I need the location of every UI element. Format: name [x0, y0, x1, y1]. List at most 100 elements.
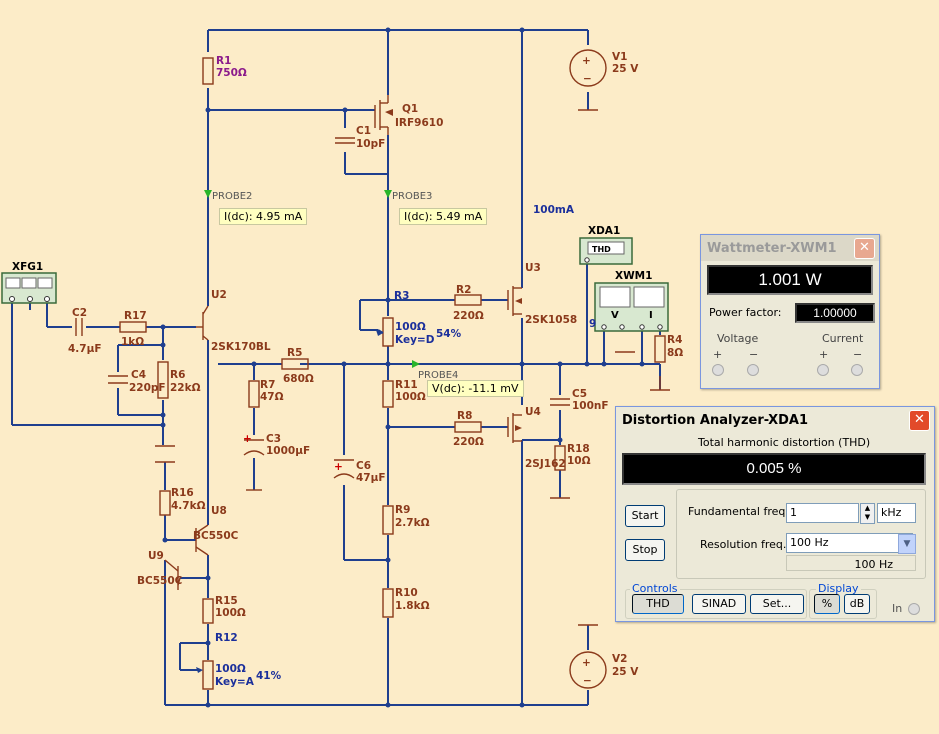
resistor-r16[interactable]: [159, 490, 171, 516]
power-factor-value: 1.00000: [795, 303, 875, 323]
r4-value: 8Ω: [667, 347, 683, 359]
jfet-u2[interactable]: [196, 305, 209, 341]
c6-value: 47µF: [356, 472, 386, 484]
thd-button[interactable]: THD: [632, 594, 684, 614]
svg-text:+: +: [582, 55, 591, 67]
controls-group: [625, 589, 807, 619]
probe2-readout: I(dc): 4.95 mA: [219, 208, 308, 225]
input-terminal[interactable]: [908, 603, 920, 615]
resistor-r15[interactable]: [202, 598, 214, 624]
wattmeter-window[interactable]: Wattmeter-XWM1 ✕ 1.001 W Power factor: 1…: [700, 234, 880, 389]
r8-value: 220Ω: [453, 436, 484, 448]
r16-value: 4.7kΩ: [171, 500, 206, 512]
resistor-r18[interactable]: [554, 445, 566, 471]
resolution-freq-select[interactable]: 100 Hz: [786, 533, 913, 553]
wires: [11, 29, 661, 706]
v1-value: 25 V: [612, 63, 639, 75]
fundamental-freq-unit[interactable]: kHz: [877, 503, 916, 523]
r3-label: R3: [394, 290, 409, 302]
distortion-analyzer-xda1[interactable]: [579, 237, 633, 265]
resistor-r6[interactable]: [157, 361, 169, 399]
resistor-r4[interactable]: [650, 335, 670, 391]
r12-key: Key=A: [215, 676, 255, 688]
wattmeter-xwm1[interactable]: [594, 282, 669, 332]
u8-label: U8: [211, 505, 227, 517]
percent-button[interactable]: %: [814, 594, 840, 614]
sinad-button[interactable]: SINAD: [692, 594, 746, 614]
voltage-plus: +: [713, 348, 723, 361]
capacitor-c5[interactable]: [550, 398, 570, 406]
distortion-analyzer-window[interactable]: Distortion Analyzer-XDA1 ✕ Total harmoni…: [615, 406, 935, 622]
wattmeter-close-button[interactable]: ✕: [854, 238, 875, 259]
probe-markers: [204, 190, 420, 368]
chevron-down-icon[interactable]: ▼: [898, 534, 916, 554]
r7-label: R7: [260, 379, 275, 391]
spin-up-icon[interactable]: ▲: [864, 504, 871, 512]
resistor-r5[interactable]: [281, 358, 309, 370]
mosfet-u4[interactable]: [507, 413, 522, 443]
mosfet-u3[interactable]: [507, 286, 522, 316]
svg-text:+: +: [582, 657, 591, 669]
resistor-r2[interactable]: [454, 294, 482, 306]
resistor-r1[interactable]: [202, 57, 214, 85]
current-minus-terminal[interactable]: [851, 364, 863, 376]
u3-label: U3: [525, 262, 541, 274]
resistor-r11[interactable]: [382, 380, 394, 408]
xda1-label: XDA1: [588, 225, 620, 237]
probe3-readout: I(dc): 5.49 mA: [399, 208, 488, 225]
r15-value: 100Ω: [215, 607, 246, 619]
capacitor-c6[interactable]: +: [333, 459, 355, 479]
voltage-source-v2[interactable]: +−: [569, 651, 607, 689]
r10-value: 1.8kΩ: [395, 600, 430, 612]
resistor-r17[interactable]: [119, 321, 147, 333]
voltage-minus-terminal[interactable]: [747, 364, 759, 376]
wattmeter-titlebar[interactable]: Wattmeter-XWM1 ✕: [701, 235, 879, 261]
r1-label: R1: [216, 55, 231, 67]
c2-value: 4.7µF: [68, 343, 102, 355]
capacitor-c3[interactable]: +: [243, 433, 265, 491]
probe4-readout: V(dc): -11.1 mV: [427, 380, 524, 397]
capacitor-c4[interactable]: [108, 375, 128, 384]
set-button[interactable]: Set...: [750, 594, 804, 614]
resolution-freq-label: Resolution freq.: [700, 538, 787, 551]
resistor-r10[interactable]: [382, 588, 394, 618]
node-9-label: 9: [589, 318, 596, 330]
capacitor-c2[interactable]: [75, 318, 83, 336]
r7-value: 47Ω: [260, 391, 284, 403]
db-button[interactable]: dB: [844, 594, 870, 614]
svg-text:−: −: [583, 675, 592, 687]
fundamental-freq-spinner[interactable]: ▲▼: [860, 503, 875, 524]
c4-value: 220pF: [129, 382, 166, 394]
distortion-close-button[interactable]: ✕: [909, 410, 930, 431]
current-minus: −: [853, 348, 863, 361]
start-button[interactable]: Start: [625, 505, 665, 527]
spin-down-icon[interactable]: ▼: [864, 513, 871, 521]
potentiometer-r12[interactable]: [196, 660, 214, 690]
distortion-titlebar[interactable]: Distortion Analyzer-XDA1 ✕: [616, 407, 934, 433]
resistor-r8[interactable]: [454, 421, 482, 433]
bjt-u9[interactable]: [164, 559, 181, 590]
voltage-source-v1[interactable]: +−: [569, 49, 607, 87]
power-factor-label: Power factor:: [709, 306, 782, 319]
c3-value: 1000µF: [266, 445, 310, 457]
current-plus-terminal[interactable]: [817, 364, 829, 376]
c1-label: C1: [356, 125, 371, 137]
fundamental-freq-label: Fundamental freq.: [688, 505, 789, 518]
r12-percent: 41%: [256, 670, 282, 682]
frequency-group: [676, 489, 926, 579]
function-generator-xfg1[interactable]: [1, 272, 57, 304]
probe4-label: PROBE4: [418, 370, 458, 381]
resistor-r7[interactable]: [248, 380, 260, 408]
r18-label: R18: [567, 443, 590, 455]
potentiometer-r3[interactable]: [376, 317, 394, 347]
r6-label: R6: [170, 369, 185, 381]
r3-percent: 54%: [436, 328, 462, 340]
mosfet-q1[interactable]: [374, 95, 393, 135]
capacitor-c1[interactable]: [335, 137, 355, 144]
stop-button[interactable]: Stop: [625, 539, 665, 561]
voltage-plus-terminal[interactable]: [712, 364, 724, 376]
fundamental-freq-input[interactable]: 1: [786, 503, 859, 523]
resistor-r9[interactable]: [382, 505, 394, 535]
bjt-u8[interactable]: [195, 524, 209, 556]
